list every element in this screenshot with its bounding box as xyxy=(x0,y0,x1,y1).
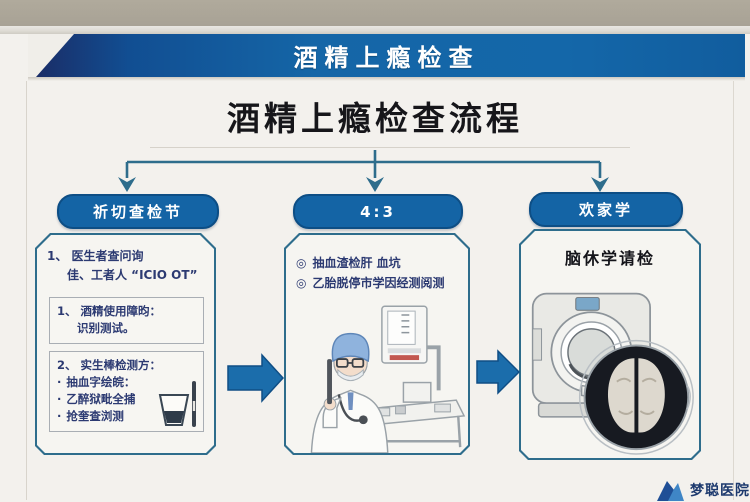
box2-bullet-1: 抽血渣检肝 血坑 xyxy=(312,256,401,270)
box2-bullet-2: 乙胎脱停市学因经测阅测 xyxy=(312,276,445,291)
step-header-3: 欢家学 xyxy=(529,192,683,227)
flow-arrow-icon xyxy=(227,353,285,403)
page-title: 酒精上瘾检查流程 xyxy=(227,99,523,138)
banner-shadow xyxy=(28,77,745,81)
bullet-dot-icon: · xyxy=(57,409,62,424)
step-box-1: 1、 医生者查问询 佳、工者人 “ICIO OT” 1、 酒精使用障昀： 识别测… xyxy=(35,233,216,455)
subbox2-bullet-1: 抽血字绘皖： xyxy=(66,374,136,389)
doctor-illustration xyxy=(286,301,468,453)
subbox2-title: 2、 实生棒检测方： xyxy=(57,357,162,372)
box3-title: 脑休学请检 xyxy=(564,249,655,268)
chevron-down-icon xyxy=(118,177,136,192)
step-header-2: 4:3 xyxy=(293,194,463,229)
subbox1-line1: 1、 酒精使用障昀： xyxy=(57,304,162,319)
bullet-dot-icon: · xyxy=(57,392,62,407)
box1-subbox-2: 2、 实生棒检测方： · 抽血字绘皖： · 乙醉狱毗全捕 · 抢奎查浏测 xyxy=(49,351,204,432)
bullet-circle-icon: ◎ xyxy=(296,276,307,291)
banner: 酒精上瘾检查 xyxy=(28,34,745,77)
hospital-logo-text: 梦聪医院 xyxy=(690,482,750,499)
flowchart-connector-lines xyxy=(118,150,609,192)
hospital-logo: 梦聪医院 xyxy=(655,477,750,502)
bullet-circle-icon: ◎ xyxy=(296,256,307,270)
step-header-1: 祈切查检节 xyxy=(57,194,219,229)
wall-background xyxy=(0,0,750,26)
hospital-logo-icon xyxy=(657,481,684,501)
board-edge-left xyxy=(26,81,27,500)
chevron-down-icon xyxy=(366,177,384,192)
ct-scanner-illustration xyxy=(521,274,699,456)
bullet-dot-icon: · xyxy=(57,374,62,389)
board-edge-right xyxy=(733,81,734,500)
specimen-cup-icon xyxy=(156,379,200,429)
flow-arrow-icon xyxy=(476,349,521,395)
step-header-2-label: 4:3 xyxy=(360,202,396,221)
box1-intro-line1: 1、 医生者查问询 xyxy=(47,249,144,263)
step-box-3: 脑休学请检 xyxy=(519,229,701,460)
subbox1-line2: 识别测试。 xyxy=(77,321,135,336)
title-divider xyxy=(150,147,630,148)
box1-intro-line2: 佳、工者人 “ICIO OT” xyxy=(67,267,198,282)
subbox2-bullet-2: 乙醉狱毗全捕 xyxy=(66,392,136,407)
step-header-1-label: 祈切查检节 xyxy=(92,203,183,221)
banner-title: 酒精上瘾检查 xyxy=(293,44,480,72)
step-header-3-label: 欢家学 xyxy=(578,201,633,219)
box1-subbox-1: 1、 酒精使用障昀： 识别测试。 xyxy=(49,297,204,344)
board-frame-edge xyxy=(0,26,750,34)
subbox2-bullet-3: 抢奎查浏测 xyxy=(66,409,124,424)
chevron-down-icon xyxy=(591,177,609,192)
step-box-2: ◎ 抽血渣检肝 血坑 ◎ 乙胎脱停市学因经测阅测 xyxy=(284,233,470,455)
